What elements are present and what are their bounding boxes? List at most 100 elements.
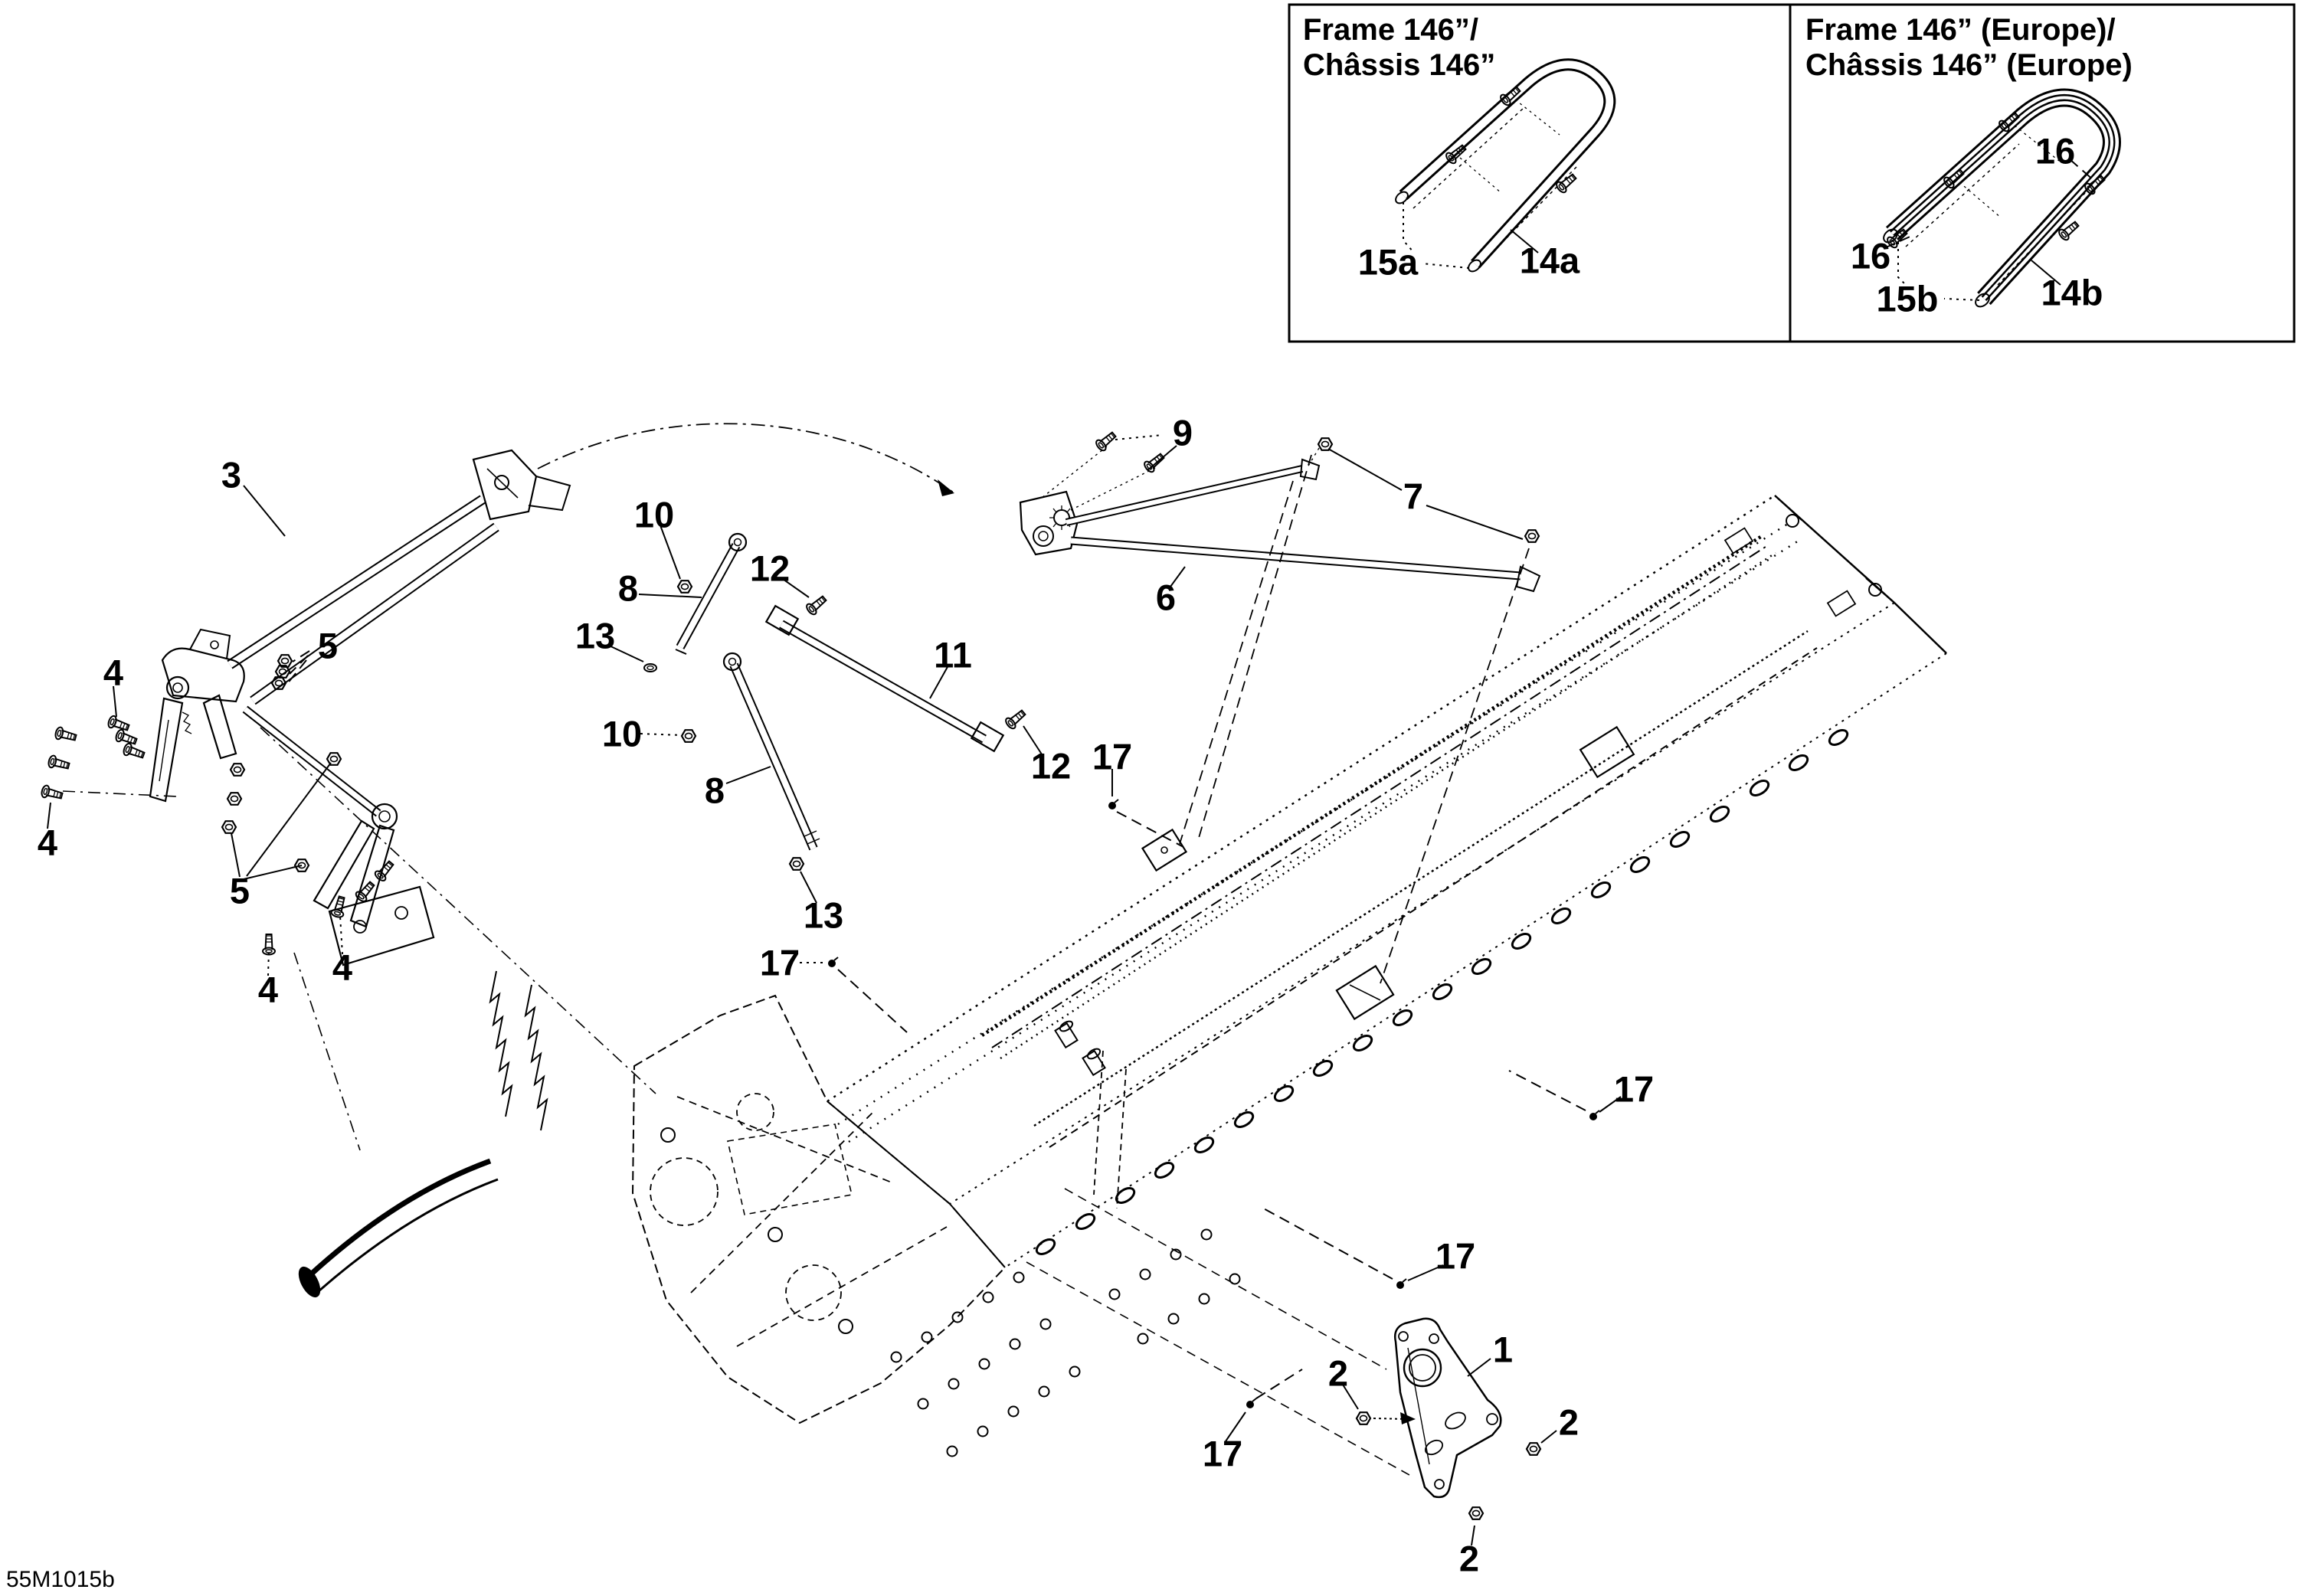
callout-label-13: 13: [575, 616, 615, 656]
nut-2: [1468, 1506, 1485, 1520]
bolt-4: [121, 741, 147, 762]
assembly-arrowhead: [1400, 1412, 1416, 1424]
a-frame-apex-bracket: [472, 449, 571, 521]
bolt-4: [46, 754, 71, 773]
nut-2: [1355, 1411, 1372, 1425]
callout-leader-16: [2069, 159, 2095, 182]
callout-leader-12: [1023, 725, 1044, 757]
steering-support-clips: [1141, 725, 1635, 1021]
bolt-4: [39, 783, 64, 803]
callout-label-15a: 15a: [1358, 242, 1419, 283]
nut-5: [326, 752, 342, 766]
callout-label-15b: 15b: [1877, 279, 1939, 319]
callout-label-17: 17: [1435, 1236, 1475, 1277]
callout-label-16: 16: [2035, 131, 2075, 172]
callout-label-2: 2: [1559, 1402, 1579, 1443]
callout-leader-9: [1115, 434, 1164, 440]
callout-leader-16: [1884, 234, 1916, 249]
callout-leader-2: [1342, 1384, 1359, 1410]
callout-leader-5: [246, 762, 332, 877]
a-frame: [227, 423, 955, 817]
nut-13: [788, 857, 805, 871]
callout-label-6: 6: [1156, 577, 1176, 618]
inset-title-line1: Frame 146”/: [1303, 13, 1478, 47]
callout-label-9: 9: [1173, 413, 1193, 453]
nut-10: [676, 580, 693, 594]
callout-label-8: 8: [618, 568, 638, 609]
callout-leader-17: [1599, 1096, 1622, 1113]
callout-leader-8: [725, 766, 771, 784]
callout-leader-6: [1170, 566, 1186, 587]
ski-mount-arcs: [298, 1158, 499, 1298]
nut-5: [226, 792, 243, 806]
callout-label-2: 2: [1328, 1353, 1348, 1394]
callout-label-4: 4: [103, 652, 123, 693]
callout-leader-10: [660, 525, 681, 580]
construction-line: [260, 727, 656, 1094]
callout-label-4: 4: [332, 947, 352, 988]
callout-leader-14b: [2031, 260, 2061, 286]
callout-leader-17: [837, 969, 908, 1033]
callout-leader-11: [929, 665, 949, 699]
radius-rod-strips: [489, 970, 548, 1131]
callout-leader-15a: [1421, 263, 1470, 269]
nut-5: [221, 820, 237, 834]
callout-label-11: 11: [934, 635, 972, 675]
rear-bumper-146: [1395, 58, 1616, 273]
callout-label-14a: 14a: [1520, 240, 1580, 281]
front-bulkhead: [62, 727, 1007, 1424]
bolt-9: [1093, 429, 1119, 453]
bolt-4: [53, 725, 78, 744]
rivet-glyph-17: [1396, 1278, 1407, 1290]
tunnel-rear-end: [1724, 495, 1895, 617]
callout-leader-8: [638, 594, 702, 598]
callout-leader-15b: [1943, 298, 1980, 301]
nut-2: [1525, 1442, 1542, 1456]
rear-idler-bracket: [1026, 1188, 1502, 1499]
inset-title-line1: Frame 146” (Europe)/: [1805, 13, 2116, 47]
callout-label-17: 17: [760, 943, 800, 983]
callout-label-1: 1: [1493, 1329, 1513, 1370]
inset-frame-146-europe: Frame 146” (Europe)/ Châssis 146” (Europ…: [1789, 3, 2296, 343]
footrest-grip-holes: [890, 1228, 1241, 1457]
callout-leader-15a: [1403, 202, 1415, 253]
callout-leader-1: [1467, 1358, 1491, 1377]
callout-leader-15b: [1897, 242, 1908, 287]
rivet-glyph-17: [1246, 1398, 1257, 1409]
callout-leader-5: [292, 650, 310, 662]
callout-leader-4: [47, 802, 51, 829]
callout-label-10: 10: [634, 495, 674, 535]
inset-title-line2: Châssis 146”: [1303, 48, 1495, 82]
nut-7: [1524, 529, 1540, 543]
callout-label-17: 17: [1203, 1434, 1242, 1474]
nut-5: [229, 763, 246, 777]
callout-label-13: 13: [804, 895, 843, 936]
nut-10: [680, 729, 697, 743]
bolt-4: [262, 934, 276, 956]
callout-label-3: 3: [221, 455, 241, 495]
callout-label-5: 5: [230, 871, 250, 911]
callout-label-2: 2: [1459, 1539, 1479, 1579]
callout-leader-5: [243, 865, 303, 880]
heat-exchanger: [980, 535, 1818, 1148]
callout-leader-17: [1407, 1264, 1444, 1281]
tunnel: [827, 494, 1895, 1209]
washer-13: [643, 663, 657, 672]
tie-rods: [675, 532, 1005, 851]
callout-leader-2: [1540, 1430, 1557, 1444]
running-board: [890, 602, 1947, 1457]
nut-7: [1317, 437, 1334, 451]
callout-leader-17: [1260, 1206, 1393, 1280]
upper-spindle-housing: [149, 628, 245, 803]
inset-frame-146: Frame 146”/ Châssis 146”: [1288, 3, 1792, 343]
rivet-glyph-17: [827, 957, 839, 968]
construction-line: [62, 790, 178, 797]
inset-title-line2: Châssis 146” (Europe): [1805, 48, 2133, 82]
rivet-glyph-17: [1589, 1110, 1600, 1121]
callout-label-12: 12: [1031, 746, 1071, 787]
callout-label-12: 12: [750, 548, 790, 589]
tunnel-front-hidden-edges: [1093, 1050, 1127, 1209]
callout-leader-5: [231, 832, 241, 878]
callout-leader-17: [1255, 1369, 1303, 1399]
